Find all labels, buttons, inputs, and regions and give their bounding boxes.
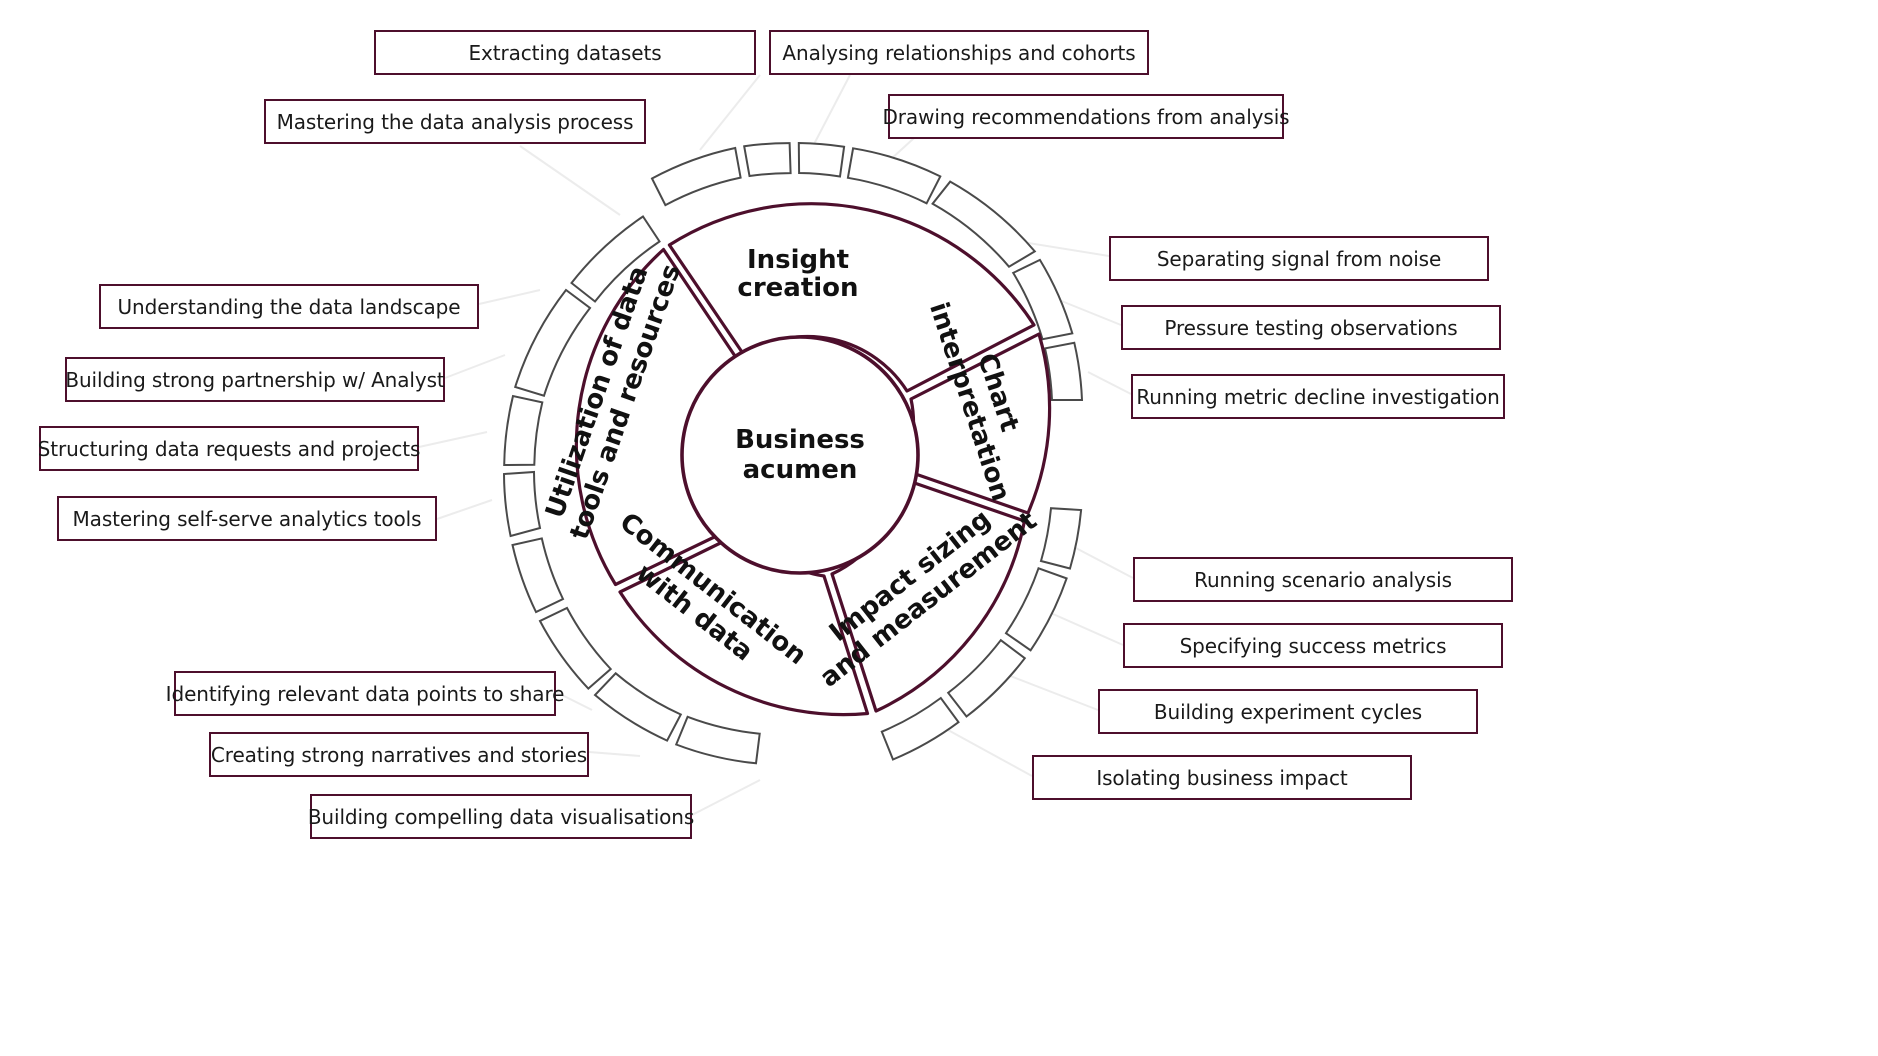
outer-ring-segments bbox=[502, 141, 1084, 765]
skill-box-label: Structuring data requests and projects bbox=[37, 436, 421, 461]
segment-label-insight-creation-line1: Insight bbox=[747, 245, 849, 275]
skill-box-mastering-self-serve-analytics-tools[interactable]: Mastering self-serve analytics tools bbox=[57, 496, 437, 541]
skill-box-extracting-datasets[interactable]: Extracting datasets bbox=[374, 30, 756, 75]
skill-box-label: Pressure testing observations bbox=[1164, 315, 1458, 340]
connector-line bbox=[418, 431, 488, 448]
skill-box-label: Analysing relationships and cohorts bbox=[782, 40, 1136, 65]
connector-line bbox=[1071, 545, 1134, 579]
outer-segment bbox=[538, 606, 613, 690]
connector-line bbox=[519, 145, 621, 216]
skill-box-identifying-relevant-data-points[interactable]: Identifying relevant data points to shar… bbox=[166, 671, 564, 716]
skill-box-pressure-testing-observations[interactable]: Pressure testing observations bbox=[1121, 305, 1501, 350]
outer-segment bbox=[650, 146, 742, 207]
segment-label-insight-creation-line2: creation bbox=[737, 273, 858, 303]
outer-segment bbox=[503, 394, 544, 467]
skill-box-drawing-recommendations-from-analysis[interactable]: Drawing recommendations from analysis bbox=[883, 94, 1290, 139]
skill-box-label: Running metric decline investigation bbox=[1136, 384, 1500, 409]
skill-box-analysing-relationships-and-cohorts[interactable]: Analysing relationships and cohorts bbox=[769, 30, 1149, 75]
outer-segment bbox=[1039, 507, 1083, 570]
outer-segment bbox=[1004, 567, 1068, 652]
connector-line bbox=[691, 779, 761, 816]
skill-box-label: Specifying success metrics bbox=[1179, 633, 1447, 658]
connector-line bbox=[444, 354, 506, 379]
connector-line bbox=[811, 74, 851, 149]
connector-line bbox=[1043, 609, 1124, 646]
hub-label-line2: acumen bbox=[743, 455, 858, 485]
connector-line bbox=[999, 671, 1099, 711]
skill-box-structuring-data-requests-and-projects[interactable]: Structuring data requests and projects bbox=[37, 426, 421, 471]
outer-segment bbox=[931, 180, 1037, 268]
outer-segment bbox=[880, 696, 960, 761]
hub-label-line1: Business bbox=[735, 425, 865, 455]
outer-segment bbox=[570, 215, 661, 303]
skill-box-building-strong-partnership-w-analyst[interactable]: Building strong partnership w/ Analyst bbox=[65, 357, 445, 402]
skill-box-isolating-business-impact[interactable]: Isolating business impact bbox=[1032, 755, 1412, 800]
skill-box-label: Drawing recommendations from analysis bbox=[882, 104, 1290, 129]
skill-box-label: Running scenario analysis bbox=[1194, 567, 1452, 592]
skill-box-label: Understanding the data landscape bbox=[117, 294, 461, 319]
skill-box-running-scenario-analysis[interactable]: Running scenario analysis bbox=[1133, 557, 1513, 602]
connector-line bbox=[478, 289, 541, 305]
skill-box-separating-signal-from-noise[interactable]: Separating signal from noise bbox=[1109, 236, 1489, 281]
outer-segment bbox=[1043, 341, 1084, 401]
outer-segment bbox=[593, 671, 683, 742]
outer-segment bbox=[846, 147, 942, 205]
skill-box-label: Mastering the data analysis process bbox=[276, 109, 634, 134]
connector-line bbox=[699, 74, 761, 151]
outer-segment bbox=[502, 470, 542, 538]
skill-box-label: Building experiment cycles bbox=[1153, 699, 1423, 724]
skill-box-running-metric-decline-investigation[interactable]: Running metric decline investigation bbox=[1131, 374, 1505, 419]
skill-box-mastering-the-data-analysis-process[interactable]: Mastering the data analysis process bbox=[264, 99, 646, 144]
skill-box-label: Extracting datasets bbox=[468, 40, 662, 65]
outer-segment bbox=[513, 288, 592, 397]
outer-segment bbox=[674, 715, 761, 765]
connector-lines bbox=[418, 74, 1134, 816]
connector-line bbox=[1087, 371, 1132, 395]
skill-box-label: Building compelling data visualisations bbox=[307, 804, 695, 829]
skill-box-specifying-success-metrics[interactable]: Specifying success metrics bbox=[1123, 623, 1503, 668]
skill-box-label: Separating signal from noise bbox=[1156, 246, 1442, 271]
skill-box-label: Creating strong narratives and stories bbox=[210, 742, 588, 767]
skill-box-building-compelling-data-visualisations[interactable]: Building compelling data visualisations bbox=[307, 794, 695, 839]
skill-box-label: Building strong partnership w/ Analyst bbox=[65, 367, 445, 392]
skill-box-label: Identifying relevant data points to shar… bbox=[165, 681, 565, 706]
outer-segment bbox=[511, 537, 565, 614]
skill-box-understanding-the-data-landscape[interactable]: Understanding the data landscape bbox=[99, 284, 479, 329]
outer-segment bbox=[946, 638, 1027, 718]
connector-line bbox=[555, 691, 593, 711]
skill-box-building-experiment-cycles[interactable]: Building experiment cycles bbox=[1098, 689, 1478, 734]
hub-circle bbox=[680, 335, 920, 575]
connector-line bbox=[436, 499, 493, 520]
skill-box-label: Isolating business impact bbox=[1096, 765, 1348, 790]
connector-line bbox=[1058, 299, 1122, 326]
skill-box-label: Mastering self-serve analytics tools bbox=[72, 506, 422, 531]
connector-line bbox=[588, 751, 641, 757]
outer-segment bbox=[743, 142, 792, 178]
outer-segment bbox=[1011, 258, 1074, 341]
connector-line bbox=[947, 729, 1033, 777]
outer-segment bbox=[797, 141, 846, 178]
skill-box-creating-strong-narratives-and-stories[interactable]: Creating strong narratives and stories bbox=[209, 732, 589, 777]
